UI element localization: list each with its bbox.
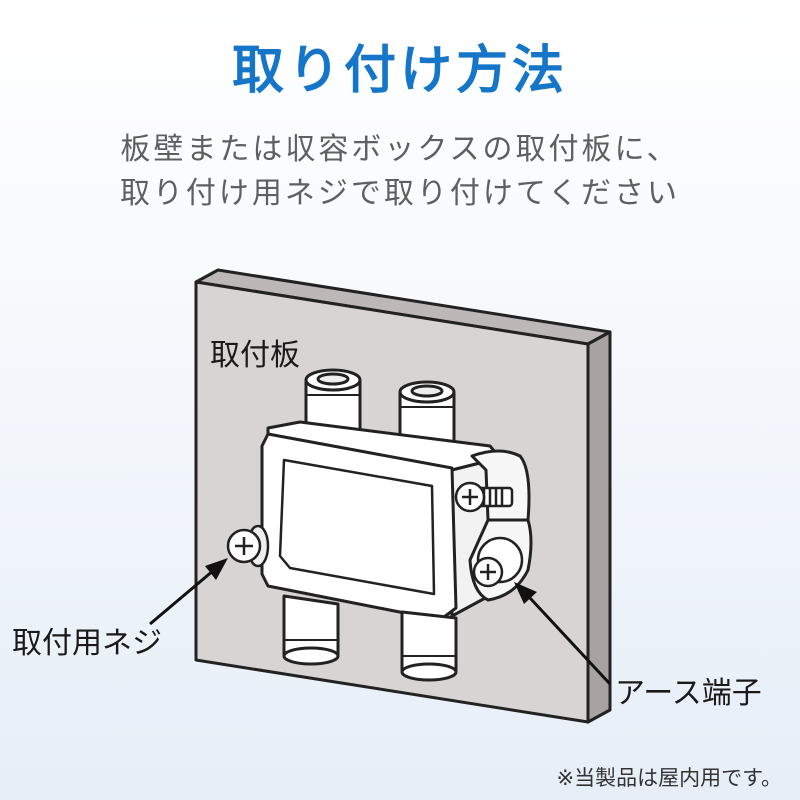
instruction-line-2: 取り付け用ネジで取り付けてください — [119, 176, 681, 211]
instruction-text: 板壁または収容ボックスの取付板に、 取り付け用ネジで取り付けてください — [0, 128, 800, 216]
instruction-line-1: 板壁または収容ボックスの取付板に、 — [120, 132, 680, 167]
mounting-plate-label: 取付板 — [210, 338, 300, 373]
earth-terminal-icon — [472, 536, 524, 588]
page-title: 取り付け方法 — [231, 41, 568, 101]
bottom-connector-right — [400, 610, 458, 682]
indoor-use-note: ※当製品は屋内用です。 — [556, 766, 783, 790]
earth-screw-icon — [454, 481, 514, 513]
earth-arrow — [514, 582, 612, 686]
bottom-connector-left — [282, 594, 340, 666]
screw-arrow — [149, 558, 228, 626]
splitter-device — [260, 368, 533, 682]
mounting-screw-icon — [226, 524, 270, 568]
mounting-screw-label: 取付用ネジ — [12, 626, 162, 661]
earth-terminal-label: アース端子 — [615, 676, 762, 711]
